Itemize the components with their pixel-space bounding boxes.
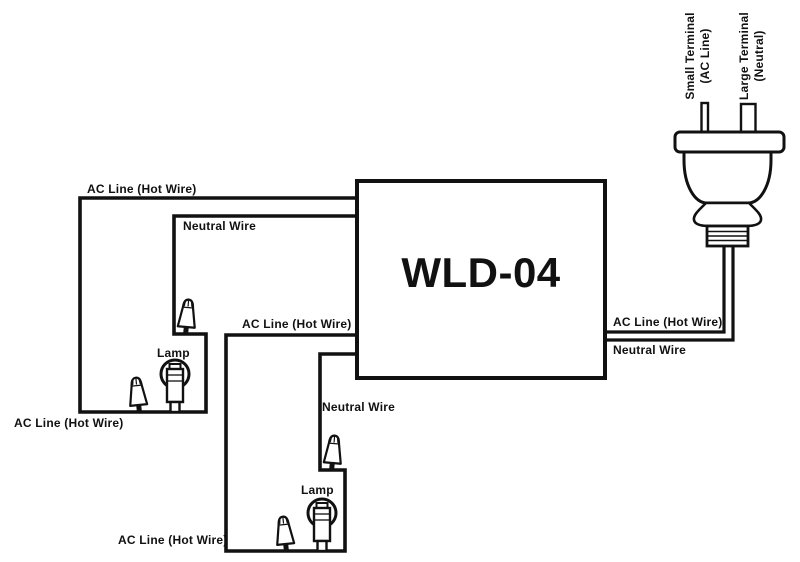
large-terminal-line2: (Neutral) (752, 30, 766, 82)
plug-skirt (692, 201, 763, 228)
label-hot-right: AC Line (Hot Wire) (613, 315, 723, 329)
large-prong (739, 102, 757, 137)
circuit1-wire (78, 196, 358, 414)
lamp-icon (159, 358, 191, 414)
device-label: WLD-04 (401, 248, 561, 296)
wire-nut-icon (127, 377, 148, 414)
circuit2-wire (224, 333, 358, 553)
label-hot-top: AC Line (Hot Wire) (87, 182, 197, 196)
plug-hot-wire (604, 245, 726, 334)
label-lamp-1: Lamp (157, 346, 190, 360)
small-prong (700, 101, 710, 137)
plug-icon (673, 101, 786, 248)
plug-neutral-wire (604, 245, 735, 342)
large-terminal-line1: Large Terminal (737, 12, 751, 100)
label-hot-mid: AC Line (Hot Wire) (242, 317, 352, 331)
lamp-icon (306, 497, 338, 553)
label-small-terminal: Small Terminal (AC Line) (682, 8, 714, 104)
label-lamp-2: Lamp (301, 483, 334, 497)
label-hot-left-bottom: AC Line (Hot Wire) (14, 416, 124, 430)
label-large-terminal: Large Terminal (Neutral) (736, 8, 768, 104)
small-terminal-line1: Small Terminal (683, 12, 697, 100)
device-box-outline (355, 179, 607, 380)
label-neutral-top: Neutral Wire (183, 219, 256, 233)
plug-face (673, 130, 786, 154)
wire-nut-icon (274, 516, 295, 553)
wire-nut-icon (323, 435, 343, 472)
label-neutral-right: Neutral Wire (613, 343, 686, 357)
small-terminal-line2: (AC Line) (698, 28, 712, 84)
label-hot-bottom: AC Line (Hot Wire) (118, 533, 228, 547)
wire-nut-icon (177, 299, 197, 336)
device-box: WLD-04 (357, 181, 605, 378)
label-neutral-mid: Neutral Wire (322, 400, 395, 414)
plug-body (682, 150, 773, 205)
